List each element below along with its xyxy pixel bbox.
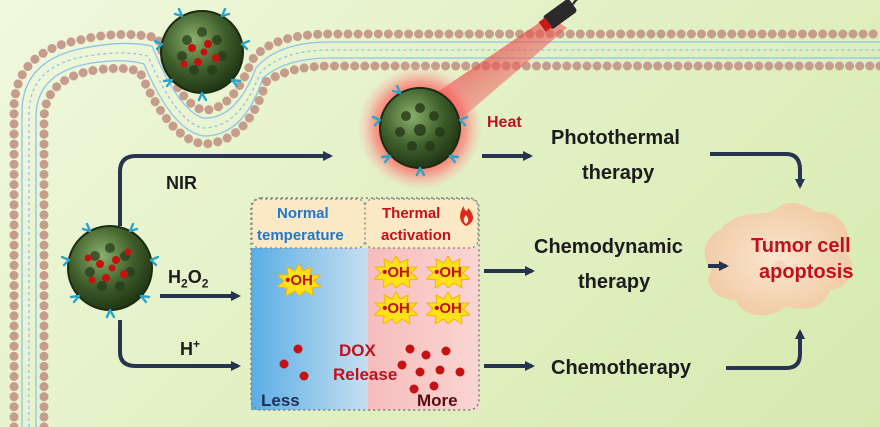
h2o2-sub-1: 2 [181,276,188,291]
nanoparticle-main [60,222,160,319]
reaction-box [250,197,480,411]
oh-radical-badge: •OH [277,264,321,296]
normal-line1: Normal [277,205,329,222]
starburst-icon [426,292,470,324]
photothermal-line2: therapy [582,162,655,184]
thermal-line1: Thermal [382,205,441,222]
more-label: More [417,391,458,410]
oh-radical-text: •OH [434,300,462,317]
tumor-line2: apoptosis [759,261,854,283]
chemodynamic-line2: therapy [578,271,651,293]
hplus-h: H [180,339,193,359]
dox-line1: DOX [339,341,376,360]
nanoparticle-heated [357,65,483,191]
oh-radical-badge: •OH [374,292,418,324]
normal-line2: temperature [257,227,344,244]
oh-radical-text: •OH [382,300,410,317]
oh-radical-badge: •OH [426,256,470,288]
oh-radical-badge: •OH [426,292,470,324]
starburst-icon [374,292,418,324]
chemotherapy-label: Chemotherapy [551,357,692,379]
flow-arrows [118,151,805,371]
heat-label: Heat [487,114,522,131]
h2o2-label: H2O2 [168,268,208,290]
cell-membrane [9,29,880,427]
nir-label: NIR [166,173,197,193]
starburst-icon [277,264,321,296]
h2o2-o: O [187,267,202,287]
chemodynamic-line1: Chemodynamic [534,236,683,258]
laser-device [538,0,608,32]
starburst-icon [374,256,418,288]
dox-molecules [279,344,465,394]
less-label: Less [261,391,300,410]
photothermal-line1: Photothermal [551,127,680,149]
thermal-line2: activation [381,227,452,244]
starburst-icon [426,256,470,288]
oh-radical-text: •OH [434,264,462,281]
flame-icon [460,206,473,226]
oh-radical-text: •OH [382,264,410,281]
hplus-label: H+ [180,338,200,358]
hplus-sup: + [193,337,201,351]
oh-radical-text: •OH [285,272,313,289]
tumor-cells [704,202,853,316]
h2o2-sub-2: 2 [201,276,209,291]
tumor-line1: Tumor cell [751,235,851,257]
dox-line2: Release [333,365,398,384]
nanoparticle-entering [153,7,251,102]
h2o2-h: H [168,267,181,287]
oh-radical-badge: •OH [374,256,418,288]
